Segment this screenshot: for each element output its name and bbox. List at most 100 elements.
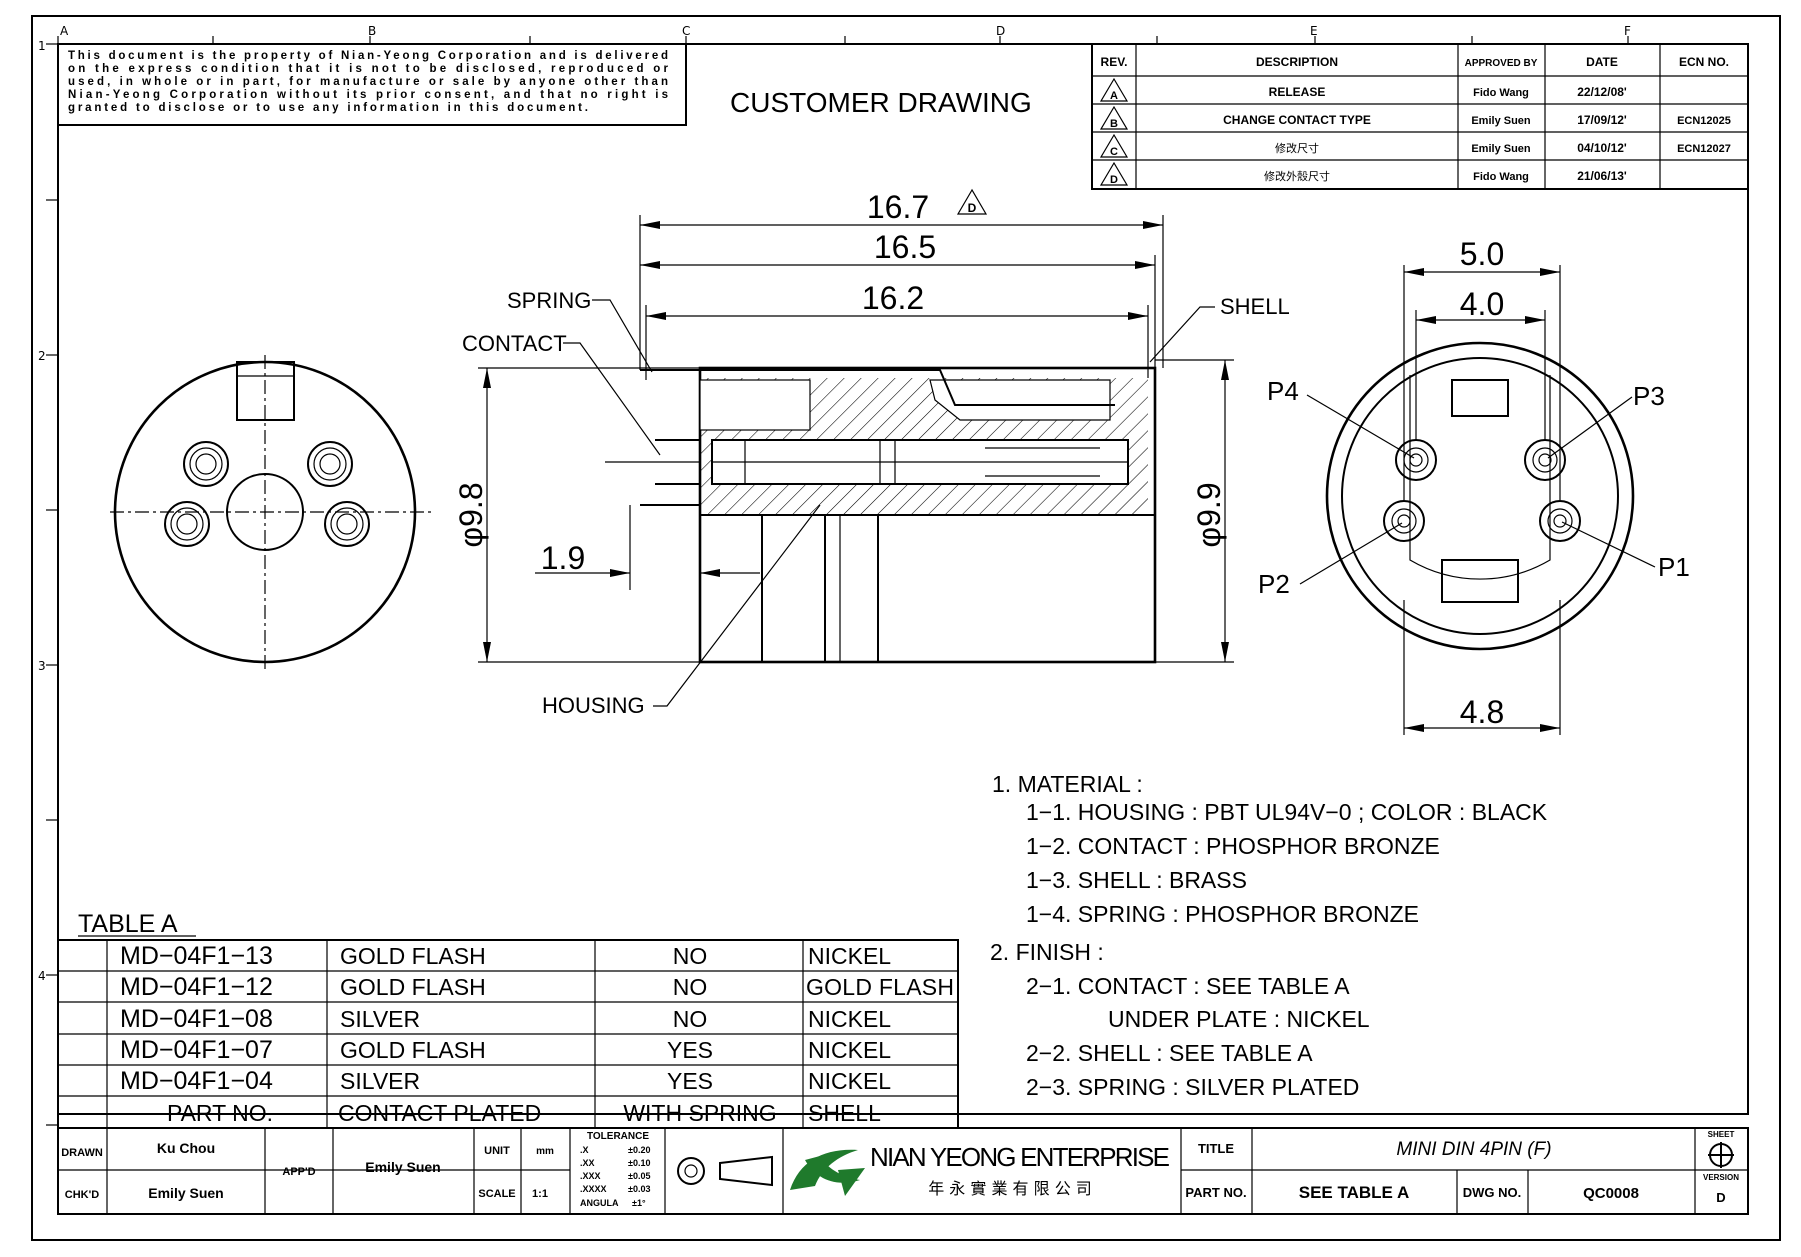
scale-value: 1:1 (532, 1188, 548, 1200)
rear-view (110, 355, 435, 670)
tolerance-format: .XX (580, 1158, 595, 1168)
dim-dia-left: φ9.8 (453, 482, 489, 547)
note-line: 1−2. CONTACT : PHOSPHOR BRONZE (1026, 833, 1440, 859)
dim-dia-right: φ9.9 (1191, 482, 1227, 547)
leader-line (653, 504, 821, 707)
side-section-view: 16.7 D 16.5 16.2 φ9.8 φ9.9 1.9 SPRING CO… (453, 188, 1290, 718)
table-a: TABLE A MD−04F1−13 GOLD FLASH NO NICKEL … (57, 910, 959, 1129)
notice-line: Nian-Yeong Corporation without its prior… (68, 89, 668, 101)
rev-approver: Emily Suen (1471, 143, 1531, 155)
dim-rev-letter: D (968, 201, 977, 215)
table-row: MD−04F1−12 GOLD FLASH NO GOLD FLASH (120, 973, 954, 1001)
col-letter: B (368, 24, 376, 38)
material-notes: 1. MATERIAL : 1−1. HOUSING : PBT UL94V−0… (990, 771, 1548, 1100)
rev-triangle-icon (956, 188, 988, 215)
plating-cell: GOLD FLASH (340, 974, 486, 1000)
rev-letter: C (1110, 146, 1118, 158)
label-spring: SPRING (507, 288, 591, 313)
version-value: D (1716, 1190, 1725, 1205)
notice-line: used, in whole or in part, for manufactu… (68, 76, 668, 88)
part-no-cell: MD−04F1−13 (120, 942, 273, 970)
pin-label-p4: P4 (1267, 376, 1299, 406)
version-label: VERSION (1703, 1173, 1739, 1182)
rev-ecn: ECN12025 (1677, 115, 1731, 127)
rev-description: CHANGE CONTACT TYPE (1223, 113, 1371, 127)
front-pin-hole (1395, 439, 1437, 481)
part-no-cell: MD−04F1−08 (120, 1005, 273, 1033)
sheet-frame: A B C D E F 1 2 3 4 (31, 15, 1781, 1241)
front-bottom-slot (1441, 559, 1519, 603)
rev-header: DESCRIPTION (1256, 55, 1338, 69)
note-line: 1−1. HOUSING : PBT UL94V−0 ; COLOR : BLA… (1026, 799, 1548, 825)
dim-overall-d: 16.7 (867, 189, 929, 225)
projection-symbol-icon (677, 1155, 773, 1187)
drawing-name: MINI DIN 4PIN (F) (1396, 1139, 1551, 1160)
rev-letter: B (1110, 118, 1118, 130)
row-number: 3 (38, 659, 46, 673)
table-a-title: TABLE A (78, 910, 178, 938)
note-line: 1−3. SHELL : BRASS (1026, 867, 1247, 893)
plating-cell: SILVER (340, 1006, 420, 1032)
part-no-value: SEE TABLE A (1299, 1183, 1410, 1202)
note-line: 1−4. SPRING : PHOSPHOR BRONZE (1026, 901, 1419, 927)
rev-date: 21/06/13' (1577, 169, 1627, 183)
part-no-cell: MD−04F1−12 (120, 973, 273, 1001)
rear-center-hole (226, 473, 304, 551)
front-pin-hole (1383, 500, 1425, 542)
part-no-label: PART NO. (1185, 1185, 1246, 1200)
rev-approver: Emily Suen (1471, 115, 1531, 127)
table-row: MD−04F1−13 GOLD FLASH NO NICKEL (120, 942, 891, 970)
approved-by: Emily Suen (365, 1159, 440, 1175)
rev-header: APPROVED BY (1465, 58, 1538, 69)
plating-cell: GOLD FLASH (340, 1037, 486, 1063)
rev-header: ECN NO. (1679, 55, 1729, 69)
row-number: 4 (38, 969, 46, 983)
note-line: 2. FINISH : (990, 939, 1104, 965)
rev-date: 04/10/12' (1577, 141, 1627, 155)
label-contact: CONTACT (462, 331, 567, 356)
rev-description: RELEASE (1269, 85, 1326, 99)
note-line: 1. MATERIAL : (992, 771, 1143, 797)
label-shell: SHELL (1220, 294, 1290, 319)
col-letter: C (682, 24, 690, 38)
revision-table: REV. DESCRIPTION APPROVED BY DATE ECN NO… (1091, 43, 1749, 190)
rear-pin-hole (324, 501, 370, 547)
front-view: 5.0 4.0 4.8 P4 P3 P1 P2 (1258, 236, 1690, 735)
shell-cell: GOLD FLASH (806, 974, 954, 1000)
rev-letter: A (1110, 90, 1118, 102)
rev-date: 22/12/08' (1577, 85, 1627, 99)
rev-triangle-icon (1099, 105, 1129, 130)
company-logo-icon (790, 1149, 865, 1196)
rear-pin-hole (307, 441, 353, 487)
dim-overall: 16.5 (874, 229, 936, 265)
note-line: 2−3. SPRING : SILVER PLATED (1026, 1074, 1359, 1100)
confidentiality-notice: This document is the property of Nian-Ye… (57, 43, 687, 126)
row-number: 2 (38, 349, 46, 363)
shell-cell: NICKEL (808, 943, 891, 969)
rev-triangle-icon (1099, 133, 1129, 158)
checked-label: CHK'D (65, 1189, 99, 1201)
front-shell-inner (1341, 357, 1619, 635)
spring-cell: YES (667, 1037, 713, 1063)
front-shell-circle (1325, 341, 1635, 651)
drawing-title: CUSTOMER DRAWING (730, 87, 1032, 118)
rev-approver: Fido Wang (1473, 171, 1529, 183)
spring-cell: NO (673, 943, 708, 969)
unit-label: UNIT (484, 1145, 510, 1157)
notice-line: This document is the property of Nian-Ye… (68, 50, 668, 62)
note-line: UNDER PLATE : NICKEL (1108, 1006, 1370, 1032)
title-block: DRAWN Ku Chou CHK'D Emily Suen APP'D Emi… (57, 1127, 1749, 1215)
tolerance-value: ±0.20 (628, 1145, 650, 1155)
rev-date: 17/09/12' (1577, 113, 1627, 127)
pin-label-p2: P2 (1258, 569, 1290, 599)
shell-cell: NICKEL (808, 1037, 891, 1063)
rev-ecn: ECN12027 (1677, 143, 1731, 155)
shell-cell: NICKEL (808, 1006, 891, 1032)
part-no-cell: MD−04F1−07 (120, 1036, 273, 1064)
pin-label-p1: P1 (1658, 552, 1690, 582)
rev-letter: D (1110, 174, 1118, 186)
leader-line (592, 299, 653, 373)
tolerance-value: ±1° (632, 1198, 646, 1208)
rev-header: DATE (1586, 55, 1618, 69)
